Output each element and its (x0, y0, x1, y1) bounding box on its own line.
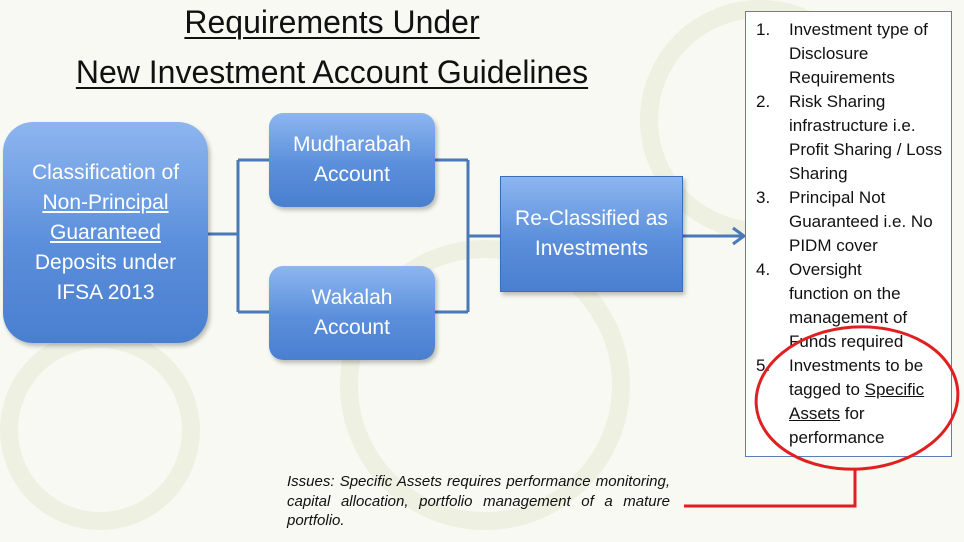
item-number: 5. (756, 356, 771, 375)
requirements-list: 1. Investment type of Disclosure Requirem… (745, 11, 952, 457)
mudharabah-account-box: Mudharabah Account (269, 113, 435, 207)
reclassified-label: Investments (534, 237, 649, 260)
issues-connector-line (684, 470, 857, 508)
reclassified-box: Re-Classified as Investments (500, 176, 683, 292)
mudharabah-label: Account (314, 163, 390, 186)
arrow-head-icon (732, 226, 747, 246)
slide-title-line2: New Investment Account Guidelines (75, 54, 589, 90)
list-item: 3. Principal Not Guaranteed i.e. No PIDM … (756, 186, 947, 258)
wakalah-label: Account (314, 316, 390, 339)
item-text: Oversight function on the management of … (789, 260, 908, 351)
item-text: Risk Sharing infrastructure i.e. Profit … (789, 92, 943, 183)
classification-line: Non-Principal (42, 190, 169, 214)
list-item: 4. Oversight function on the management o… (756, 258, 947, 354)
list-item: 5. Investments to be tagged to Specific A… (756, 354, 947, 450)
item-text: Investment type of Disclosure Requiremen… (789, 20, 928, 87)
classification-line: Guaranteed (50, 220, 161, 244)
list-item: 2. Risk Sharing infrastructure i.e. Profi… (756, 90, 947, 186)
item-number: 2. (756, 92, 771, 111)
connector-left-split (208, 158, 269, 314)
classification-line: IFSA 2013 (56, 280, 155, 304)
item-text: Principal Not Guaranteed i.e. No PIDM co… (789, 188, 933, 255)
classification-line: Classification of (31, 160, 180, 184)
wakalah-label: Wakalah (311, 286, 393, 309)
slide-title-line1: Requirements Under (184, 4, 480, 40)
classification-line: Deposits under (34, 250, 177, 274)
item-text: Investments to be tagged to Specific Ass… (789, 354, 947, 450)
item-number: 4. (756, 260, 771, 279)
item-number: 1. (756, 20, 771, 39)
wakalah-account-box: Wakalah Account (269, 266, 435, 360)
classification-box: Classification of Non-Principal Guarante… (3, 122, 208, 343)
connector-right-merge (435, 158, 500, 314)
issues-note: Issues: Specific Assets requires perform… (287, 473, 670, 529)
mudharabah-label: Mudharabah (293, 133, 411, 156)
item-number: 3. (756, 188, 771, 207)
reclassified-label: Re-Classified as (515, 207, 668, 230)
list-item: 1. Investment type of Disclosure Requirem… (756, 18, 947, 90)
